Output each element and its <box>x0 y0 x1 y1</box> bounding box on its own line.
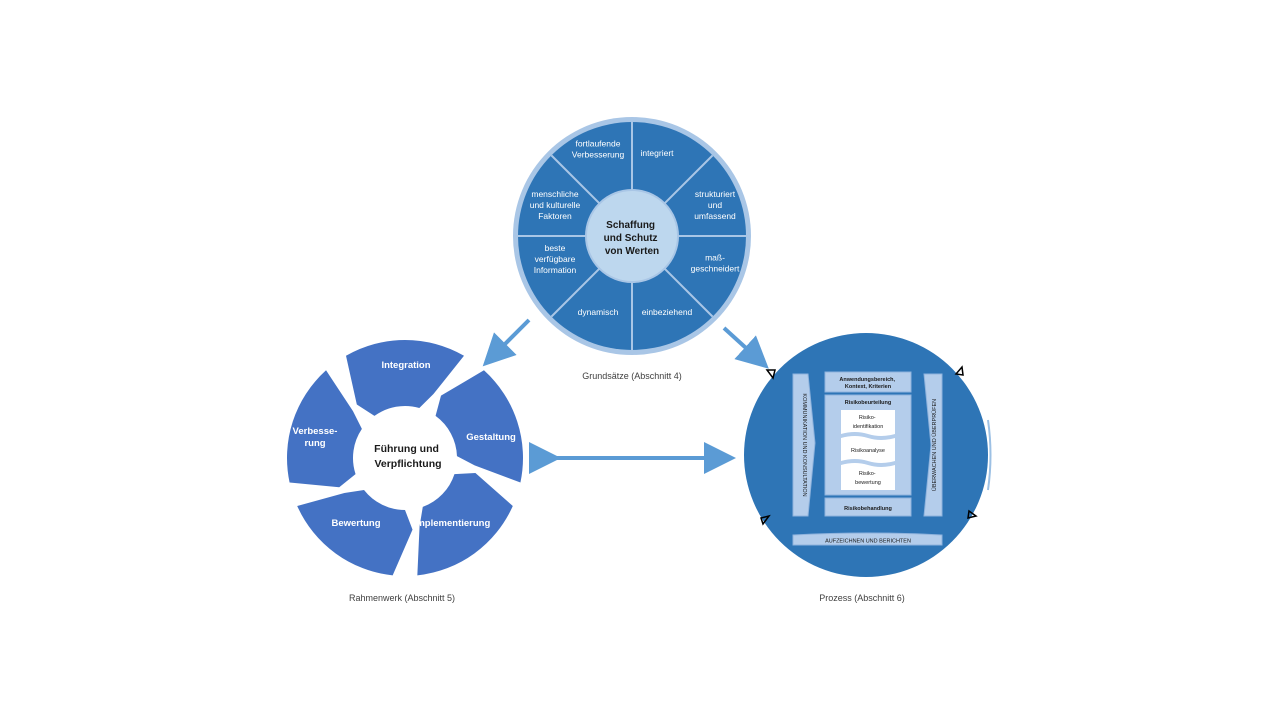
risk-identification-label: Risiko- identifikation <box>853 415 884 430</box>
process-diagram: KOMMUNIKATION UND KONSULTATION ÜBERWACHE… <box>744 333 992 577</box>
framework-segment-label: Implementierung <box>414 518 491 529</box>
principles-divider <box>550 154 601 205</box>
monitoring-review-bar <box>923 373 943 517</box>
principles-caption: Grundsätze (Abschnitt 4) <box>582 371 682 381</box>
framework-segment-label: Verbesse-rung <box>293 426 338 449</box>
cycle-arrowhead-icon <box>954 365 964 376</box>
principle-segment-label: dynamisch <box>578 307 619 317</box>
recording-reporting-bar <box>792 532 943 546</box>
cycle-arrowhead-icon <box>967 509 978 519</box>
principles-divider <box>663 154 714 205</box>
framework-caption: Rahmenwerk (Abschnitt 5) <box>349 593 455 603</box>
principles-divider <box>663 267 714 318</box>
communication-consultation-label: KOMMUNIKATION UND KONSULTATION <box>801 393 807 496</box>
framework-segment <box>417 472 513 576</box>
cycle-arrowhead-icon <box>765 369 776 380</box>
risk-analysis-label: Risikoanalyse <box>851 448 885 454</box>
process-caption: Prozess (Abschnitt 6) <box>819 593 905 603</box>
principles-divider <box>550 267 601 318</box>
principles-center-circle <box>585 189 679 283</box>
framework-segment-label: Integration <box>381 360 430 371</box>
recording-reporting-label: AUFZEICHNEN UND BERICHTEN <box>825 539 911 545</box>
framework-segment-label: Bewertung <box>331 518 380 529</box>
framework-segment <box>287 370 362 488</box>
principle-segment-label: integriert <box>640 148 674 158</box>
scope-context-criteria-box <box>824 371 912 393</box>
framework-segment <box>297 490 413 576</box>
arrow-principles-to-framework <box>482 318 531 367</box>
risk-analysis-step <box>841 436 895 463</box>
framework-center-text: Führung und Verpflichtung <box>374 443 442 470</box>
scope-context-criteria-label: Anwendungsbereich, Kontext, Kriterien <box>839 377 896 390</box>
risk-identification-step <box>841 410 895 436</box>
framework-wheel: Führung und Verpflichtung IntegrationGes… <box>287 339 523 576</box>
process-circle-edge <box>987 419 992 491</box>
risk-assessment-title: Risikobeurteilung <box>845 400 891 406</box>
principles-dividers <box>518 122 746 350</box>
communication-consultation-bar <box>792 373 816 517</box>
framework-segment <box>435 370 523 483</box>
cycle-arrowhead-icon <box>760 514 771 526</box>
principle-segment-label: einbeziehend <box>642 307 693 317</box>
framework-segment <box>346 339 464 416</box>
risk-treatment-label: Risikobehandlung <box>844 506 892 512</box>
framework-segment-label: Gestaltung <box>466 432 516 443</box>
principles-center-text: Schaffung und Schutz von Werten <box>604 220 661 257</box>
risk-evaluation-step <box>841 463 895 490</box>
risk-evaluation-label: Risiko- bewertung <box>855 471 881 486</box>
monitoring-review-label: ÜBERWACHEN UND ÜBERPRÜFEN <box>931 399 938 491</box>
risk-treatment-box <box>824 497 912 517</box>
principle-segment-label: maß-geschneidert <box>691 253 740 274</box>
arrow-principles-to-process <box>722 326 769 369</box>
framework-center-circle <box>355 408 455 508</box>
